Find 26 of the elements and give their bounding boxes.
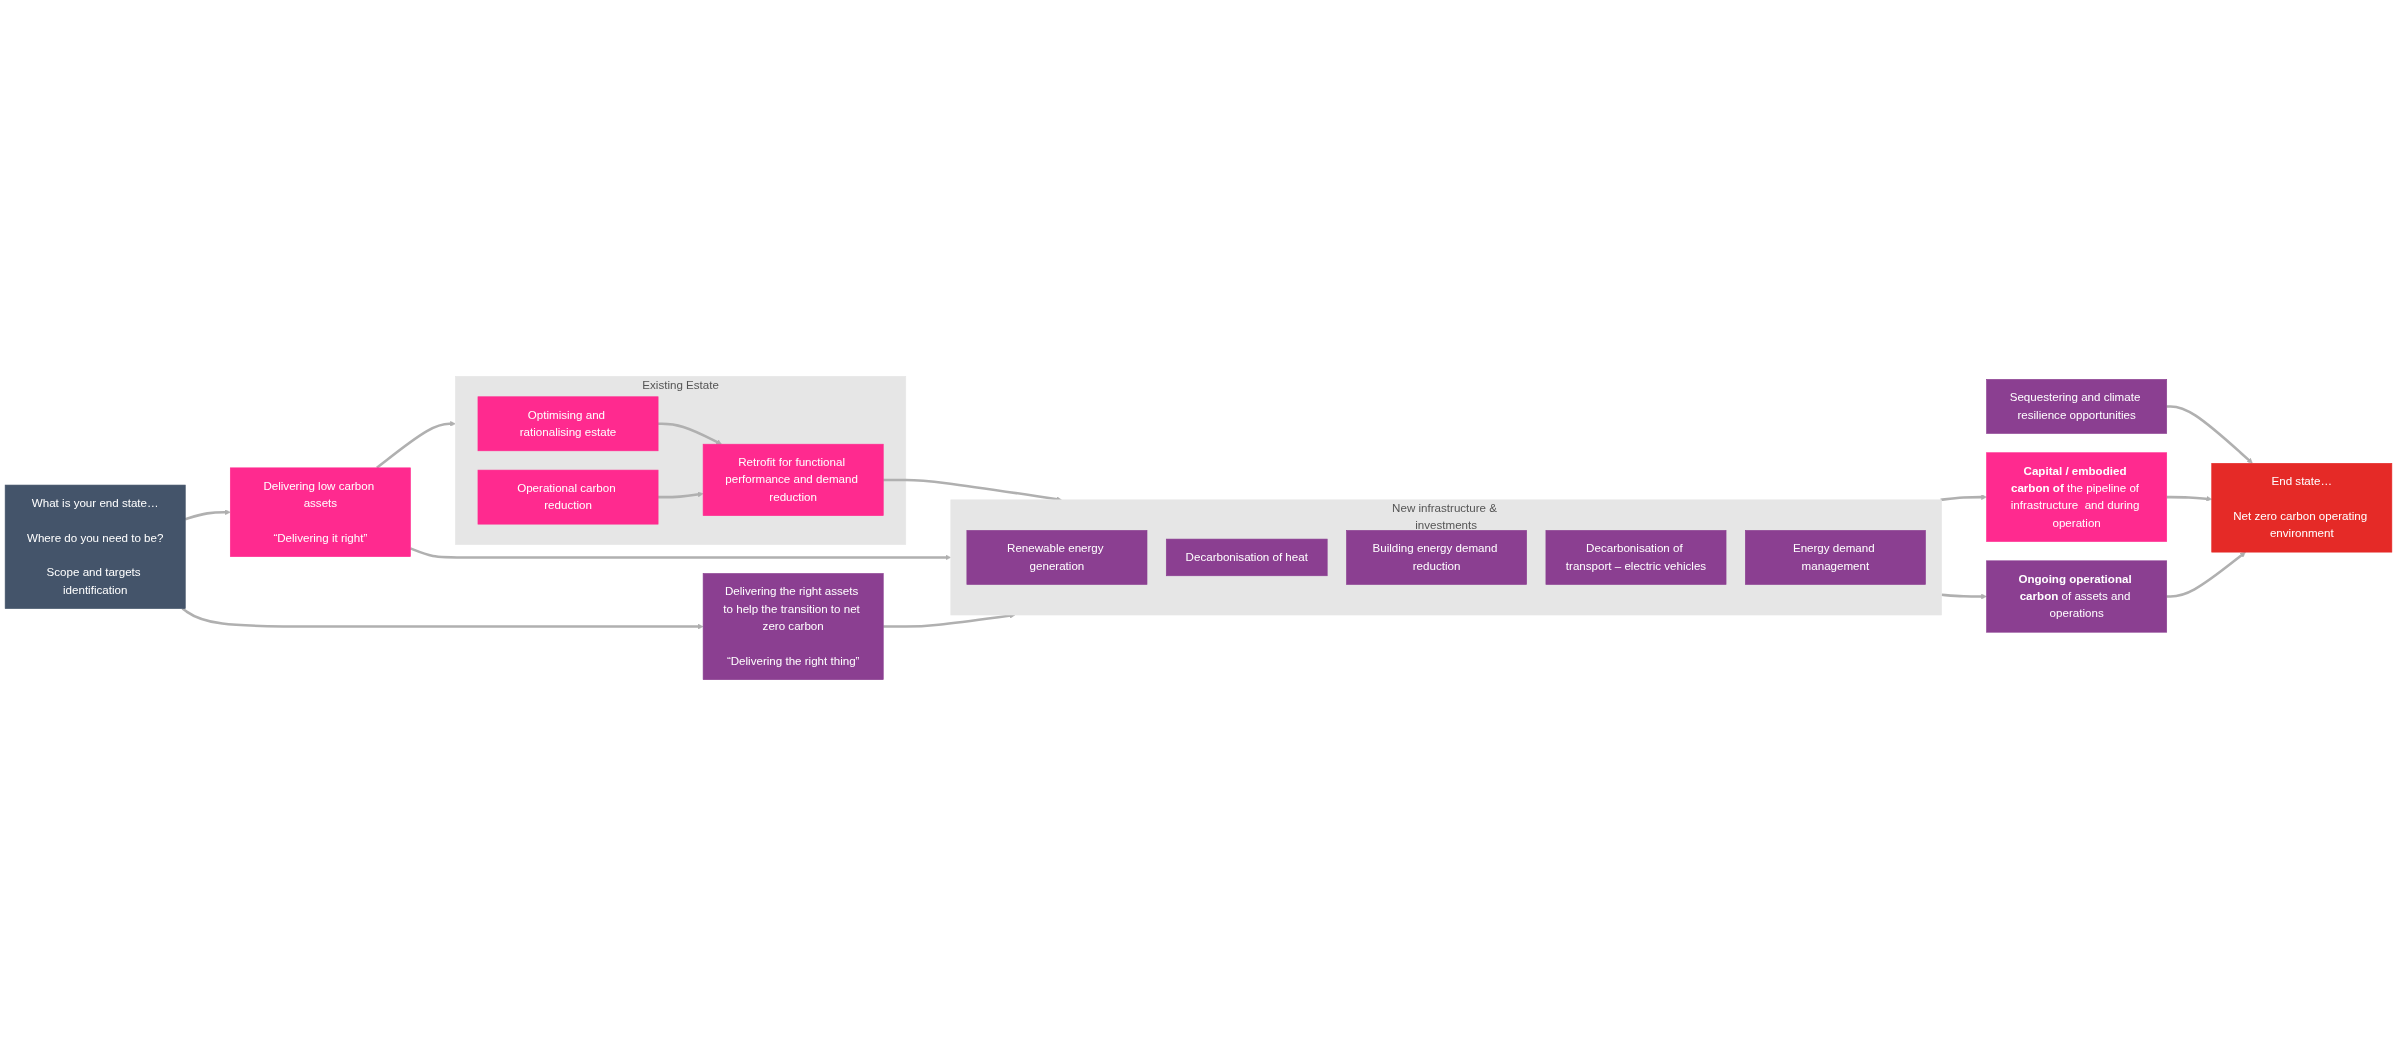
arrow: [658, 491, 704, 499]
node-box: Delivering the right assets to help the transition to net zero carbon “Delivering the right thing”: [702, 573, 884, 680]
node-box: Operational carbon reduction: [477, 469, 659, 525]
arrow: [181, 607, 704, 630]
node-box: Energy demand management: [1745, 530, 1926, 585]
arrow: [2166, 495, 2212, 502]
arrow: [658, 422, 722, 445]
node-box: End state… Net zero carbon operating environment: [2211, 463, 2393, 553]
node-box: Ongoing operational carbon of assets and operations: [1986, 560, 2167, 633]
node-box: What is your end state… Where do you need to be? Scope and targets identification: [4, 484, 186, 609]
node-box: Decarbonisation of transport – electric vehicles: [1545, 530, 1727, 585]
arrow: [409, 547, 952, 561]
node-box: Delivering low carbon assets “Delivering it right”: [230, 467, 411, 557]
arrow: [184, 509, 231, 521]
node-box: Optimising and rationalising estate: [477, 396, 659, 452]
arrow: [1940, 494, 1987, 502]
arrow: [2166, 405, 2253, 464]
node-box: Renewable energy generation: [966, 530, 1148, 585]
node-box: Retrofit for functional performance and demand reduction: [702, 443, 884, 516]
node-box: Building energy demand reduction: [1346, 530, 1527, 585]
node-box: Decarbonisation of heat: [1166, 538, 1328, 577]
arrow: [376, 420, 456, 469]
arrow: [1941, 593, 1987, 600]
node-box: Sequestering and climate resilience opportunities: [1986, 379, 2167, 434]
node-box: Capital / embodied carbon of the pipeline of infrastructure and during operation: [1986, 452, 2167, 542]
arrow: [2166, 551, 2246, 598]
